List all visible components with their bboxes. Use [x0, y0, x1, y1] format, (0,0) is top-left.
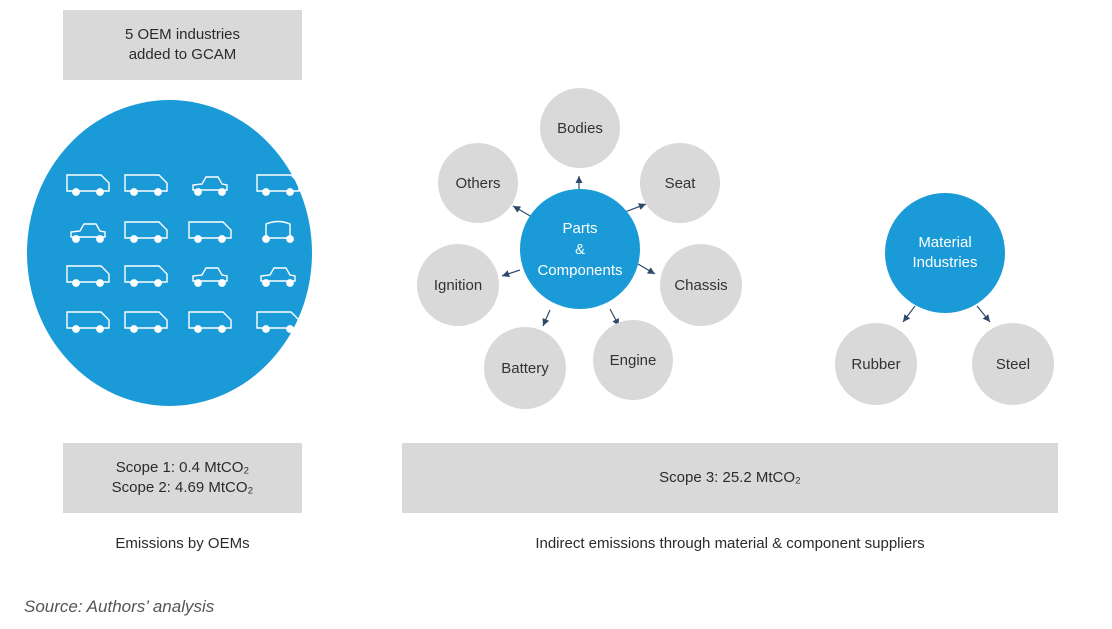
auto-rickshaw-icon [262, 220, 294, 243]
node-rubber: Rubber [835, 323, 917, 405]
car-icon [192, 176, 228, 196]
van-icon [66, 311, 110, 333]
pickup-icon [66, 265, 110, 287]
arrow-to-battery [542, 309, 551, 327]
node-steel: Steel [972, 323, 1054, 405]
source-note: Source: Authors’ analysis [24, 597, 215, 616]
node-engine-label: Engine [609, 351, 657, 369]
scope-1-text: Scope 1: 0.4 MtCO₂ [115, 459, 250, 476]
node-seat: Seat [640, 143, 720, 223]
car-icon [192, 267, 228, 287]
arrow-to-ignition [501, 269, 521, 278]
arrow-to-rubber [902, 305, 916, 323]
oem-vehicles-circle [27, 100, 312, 406]
node-others-label: Others [455, 174, 501, 192]
car-icon [70, 223, 106, 243]
bus-icon [188, 221, 232, 243]
parts-hub-line-3: Components [537, 261, 623, 279]
scope-1-2-box: Scope 1: 0.4 MtCO₂ Scope 2: 4.69 MtCO₂ [63, 443, 302, 513]
pickup-icon [124, 221, 168, 243]
truck-icon [256, 174, 300, 196]
scope-3-text: Scope 3: 25.2 MtCO₂ [659, 469, 801, 486]
node-ignition-label: Ignition [433, 276, 483, 294]
oem-header-line-2: added to GCAM [128, 46, 237, 63]
oem-industries-box: 5 OEM industries added to GCAM [63, 10, 302, 80]
arrow-to-steel [976, 305, 991, 323]
arrow-to-seat [624, 203, 647, 213]
van-icon [124, 174, 168, 196]
taxi-icon [260, 267, 296, 287]
node-chassis-label: Chassis [674, 276, 728, 294]
node-rubber-label: Rubber [851, 355, 901, 373]
node-others: Others [438, 143, 518, 223]
scope-3-box: Scope 3: 25.2 MtCO₂ [402, 443, 1058, 513]
node-chassis: Chassis [660, 244, 742, 326]
supplier-caption: Indirect emissions through material & co… [535, 535, 925, 552]
parts-hub-line-2: & [574, 240, 585, 258]
scope-2-text: Scope 2: 4.69 MtCO₂ [111, 479, 254, 496]
van-icon [188, 311, 232, 333]
parts-components-hub: Parts & Components [520, 189, 640, 309]
material-hub-line-2: Industries [912, 254, 978, 271]
node-steel-label: Steel [995, 355, 1031, 373]
arrow-to-chassis [637, 263, 656, 275]
material-hub-line-1: Material [918, 234, 972, 251]
truck-icon [124, 265, 168, 287]
node-seat-label: Seat [664, 174, 696, 192]
material-industries-hub: Material Industries [885, 193, 1005, 313]
node-bodies: Bodies [540, 88, 620, 168]
parts-hub-line-1: Parts [562, 219, 598, 237]
oem-header-line-1: 5 OEM industries [124, 26, 241, 43]
node-battery-label: Battery [501, 359, 549, 377]
bus-icon [124, 311, 168, 333]
node-engine: Engine [593, 320, 673, 400]
node-bodies-label: Bodies [557, 119, 603, 137]
oem-caption: Emissions by OEMs [115, 535, 250, 552]
bus-icon [256, 311, 300, 333]
node-ignition: Ignition [417, 244, 499, 326]
truck-icon [66, 174, 110, 196]
node-battery: Battery [484, 327, 566, 409]
